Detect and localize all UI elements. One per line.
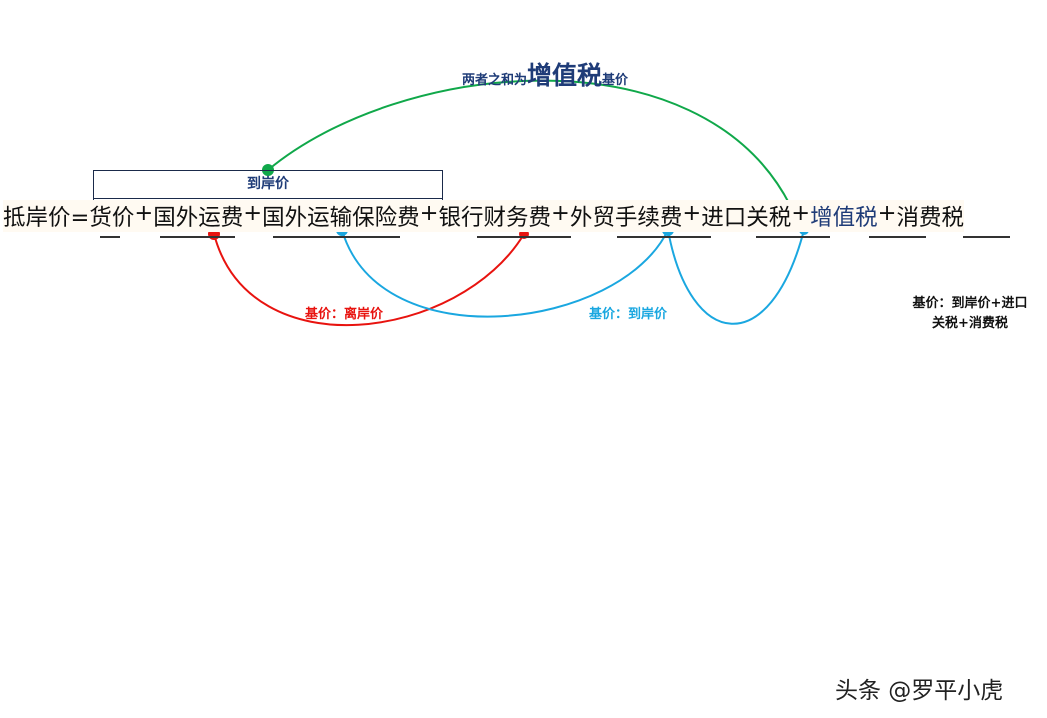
blank-line — [756, 236, 830, 238]
blank-line — [963, 236, 1010, 238]
plus: + — [419, 200, 439, 226]
blue-curve-2 — [667, 229, 805, 325]
plus: + — [877, 200, 897, 226]
blank-line — [100, 236, 120, 238]
blank-line — [160, 236, 235, 238]
watermark: 头条 @罗平小虎 — [835, 678, 1004, 704]
plus: + — [134, 200, 154, 226]
plus: + — [682, 200, 702, 226]
green-curve — [267, 79, 791, 206]
blue-curve — [341, 229, 669, 318]
term: 国外运输保险费 — [262, 205, 420, 231]
blue-label: 基价：到岸价 — [589, 307, 668, 322]
note-line: 关税+消费税 — [932, 316, 1008, 331]
blank-line — [273, 236, 400, 238]
term: 银行财务费 — [438, 205, 551, 231]
formula-lhs: 抵岸价= — [3, 205, 90, 231]
term: 货价 — [89, 205, 135, 231]
plus: + — [551, 200, 570, 226]
top-label-prefix: 两者之和为 — [462, 73, 528, 88]
blank-line — [617, 236, 711, 238]
top-label-suffix: 基价 — [602, 73, 629, 88]
red-label: 基价：离岸价 — [305, 307, 384, 322]
term: 消费税 — [896, 205, 964, 231]
term: 国外运费 — [153, 205, 244, 231]
blank-line — [477, 236, 571, 238]
plus: + — [791, 200, 811, 226]
top-label: 两者之和为增值税基价 — [462, 56, 628, 92]
blank-line — [869, 236, 926, 238]
note-line: 基价：到岸价+进口 — [912, 296, 1028, 311]
term-vat: 增值税 — [810, 205, 878, 231]
formula: 抵岸价= 货价+ 国外运费+ 国外运输保险费+ 银行财务费+ 外贸手续费+ 进口… — [3, 200, 964, 232]
box-label: 到岸价 — [94, 171, 442, 199]
red-curve — [213, 233, 525, 327]
term: 进口关税 — [701, 205, 792, 231]
note: 基价：到岸价+进口 关税+消费税 — [900, 294, 1040, 334]
top-label-emph: 增值税 — [527, 61, 603, 90]
plus: + — [243, 200, 263, 226]
term: 外贸手续费 — [569, 205, 683, 231]
